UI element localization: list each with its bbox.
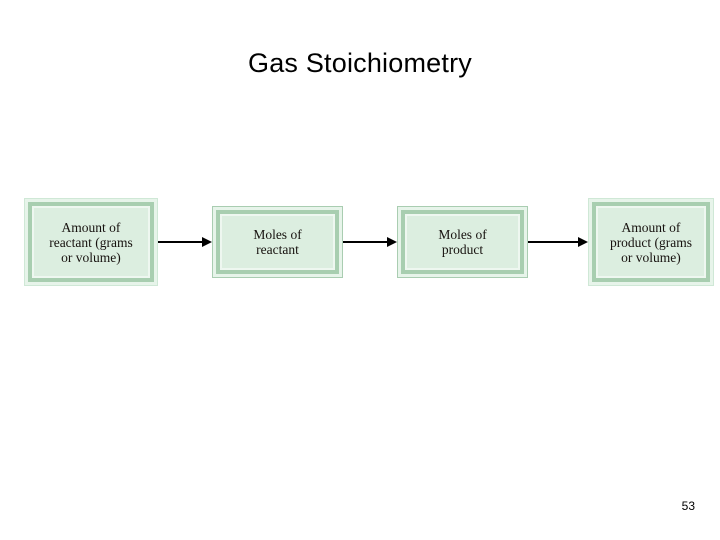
flow-box-label: Moles of product: [438, 227, 487, 257]
box-inner-ring: Moles of product: [405, 214, 520, 270]
box-face: Amount of product (grams or volume): [598, 208, 704, 276]
arrow-moles-reactant-to-moles-product: [343, 236, 397, 248]
flow-box-label: Amount of product (grams or volume): [609, 219, 693, 265]
box-face: Moles of reactant: [222, 216, 333, 268]
page-number: 53: [681, 499, 695, 513]
box-face: Moles of product: [407, 216, 518, 268]
flow-box-label: Moles of reactant: [253, 227, 302, 257]
flow-box-moles-of-product: Moles of product: [397, 206, 528, 278]
flow-box-moles-of-reactant: Moles of reactant: [212, 206, 343, 278]
box-bevel-ring: Moles of reactant: [216, 210, 339, 274]
arrow-head-icon: [202, 236, 212, 247]
arrow-shaft: [158, 241, 203, 243]
box-bevel-ring: Moles of product: [401, 210, 524, 274]
flow-box-label: Amount of reactant (grams or volume): [49, 219, 133, 265]
box-bevel-ring: Amount of reactant (grams or volume): [28, 202, 154, 282]
arrow-shaft: [528, 241, 579, 243]
flow-box-amount-of-reactant: Amount of reactant (grams or volume): [24, 198, 158, 286]
box-inner-ring: Amount of reactant (grams or volume): [32, 206, 150, 278]
arrow-head-icon: [578, 236, 588, 247]
box-bevel-ring: Amount of product (grams or volume): [592, 202, 710, 282]
box-inner-ring: Moles of reactant: [220, 214, 335, 270]
arrow-moles-to-amount-product: [528, 236, 588, 248]
flow-box-amount-of-product: Amount of product (grams or volume): [588, 198, 714, 286]
flowchart-diagram: Amount of reactant (grams or volume) Mol…: [0, 185, 720, 300]
arrow-shaft: [343, 241, 388, 243]
box-inner-ring: Amount of product (grams or volume): [596, 206, 706, 278]
arrow-reactant-to-moles: [158, 236, 212, 248]
arrow-head-icon: [387, 236, 397, 247]
page-title: Gas Stoichiometry: [248, 48, 472, 78]
box-face: Amount of reactant (grams or volume): [34, 208, 148, 276]
